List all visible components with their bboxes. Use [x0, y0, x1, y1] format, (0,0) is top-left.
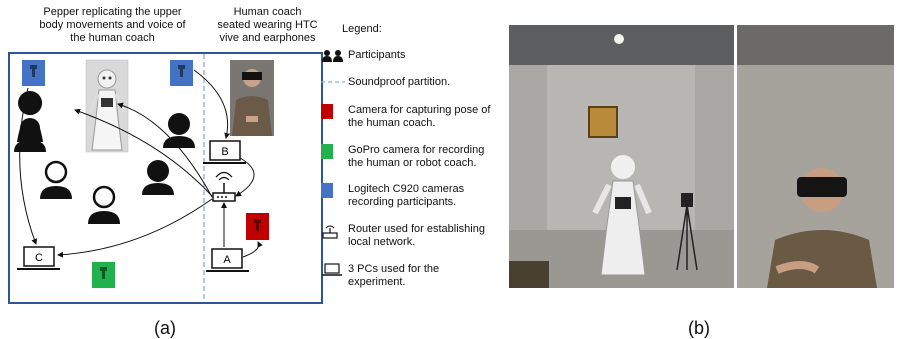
room-diagram: B A C — [8, 52, 323, 304]
caption-a: (a) — [154, 318, 176, 338]
laptop-b-icon — [203, 140, 246, 164]
header-right-line-2: seated wearing HTC — [217, 19, 318, 31]
participant-female-icon — [163, 113, 195, 148]
header-right-line-1: Human coach — [233, 6, 302, 18]
laptop-a-icon — [206, 248, 249, 272]
legend-text: the human coach. — [348, 117, 436, 129]
human-coach-photo — [230, 60, 274, 136]
legend-text: GoPro camera for recording — [348, 144, 485, 156]
laptop-icon — [322, 263, 342, 276]
legend-text: Soundproof partition. — [348, 76, 451, 88]
connection-arrows — [19, 69, 263, 258]
legend-text: experiment. — [348, 276, 406, 288]
legend-text: the human or robot coach. — [348, 157, 477, 169]
green-camera-icon — [92, 262, 115, 288]
router-icon — [322, 225, 338, 239]
room-frame — [8, 52, 323, 304]
legend-text: Logitech C920 cameras — [348, 183, 465, 195]
robot-coach-header: Pepper replicating the upper body moveme… — [20, 6, 205, 45]
green-camera-icon — [321, 144, 333, 159]
blue-camera-icon — [170, 60, 193, 86]
legend-text: Router used for establishing — [348, 223, 485, 235]
header-left-line-1: Pepper replicating the upper — [43, 6, 182, 18]
red-camera-icon — [246, 213, 269, 240]
laptop-c-label: C — [35, 252, 43, 264]
pepper-robot-photo — [85, 59, 129, 153]
red-camera-icon — [321, 104, 333, 119]
dashed-line-icon — [321, 81, 345, 83]
laptop-c-icon — [17, 246, 60, 270]
legend-text: 3 PCs used for the — [348, 263, 440, 275]
legend-text: recording participants. — [348, 196, 457, 208]
legend-text: Participants — [348, 49, 406, 61]
caption-b: (b) — [688, 318, 710, 338]
header-left-line-2: body movements and voice of — [39, 19, 186, 31]
header-left-line-3: the human coach — [70, 32, 155, 44]
participant-female-icon — [14, 91, 46, 152]
robot-room-scene — [509, 25, 734, 288]
human-coach-scene — [737, 25, 894, 288]
laptop-b-label: B — [221, 146, 228, 158]
participant-male-icon — [88, 185, 120, 224]
laptop-a-label: A — [223, 254, 231, 266]
router-icon — [212, 171, 236, 202]
participant-male-icon — [40, 160, 72, 199]
legend-text: local network. — [348, 236, 416, 248]
legend-title: Legend: — [342, 23, 382, 35]
robot-room-photo — [509, 25, 734, 288]
human-coach-room-photo — [737, 25, 894, 288]
legend-text: Camera for capturing pose of — [348, 104, 491, 116]
blue-camera-icon — [22, 60, 45, 86]
blue-camera-icon — [321, 183, 333, 198]
human-coach-header: Human coach seated wearing HTC vive and … — [210, 6, 325, 45]
participant-female-icon — [142, 160, 174, 195]
participants-icon — [322, 50, 343, 62]
header-right-line-3: vive and earphones — [219, 32, 316, 44]
